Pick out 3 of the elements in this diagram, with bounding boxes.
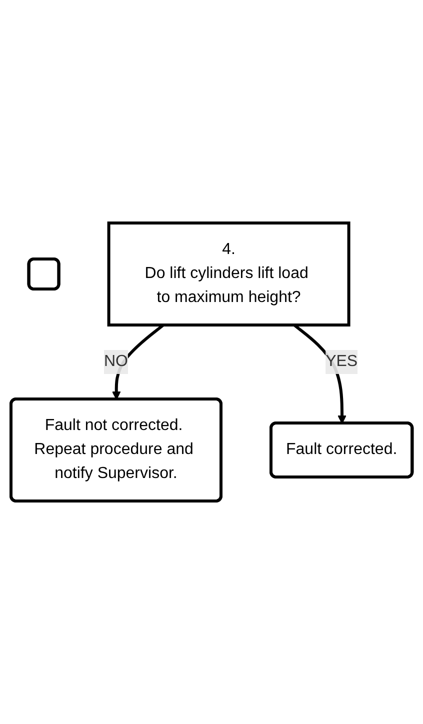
node-box: 4. Do lift cylinders lift load to maximum height?	[107, 222, 350, 326]
edge-label: YES	[325, 353, 358, 370]
edge-label: NO	[104, 353, 128, 370]
